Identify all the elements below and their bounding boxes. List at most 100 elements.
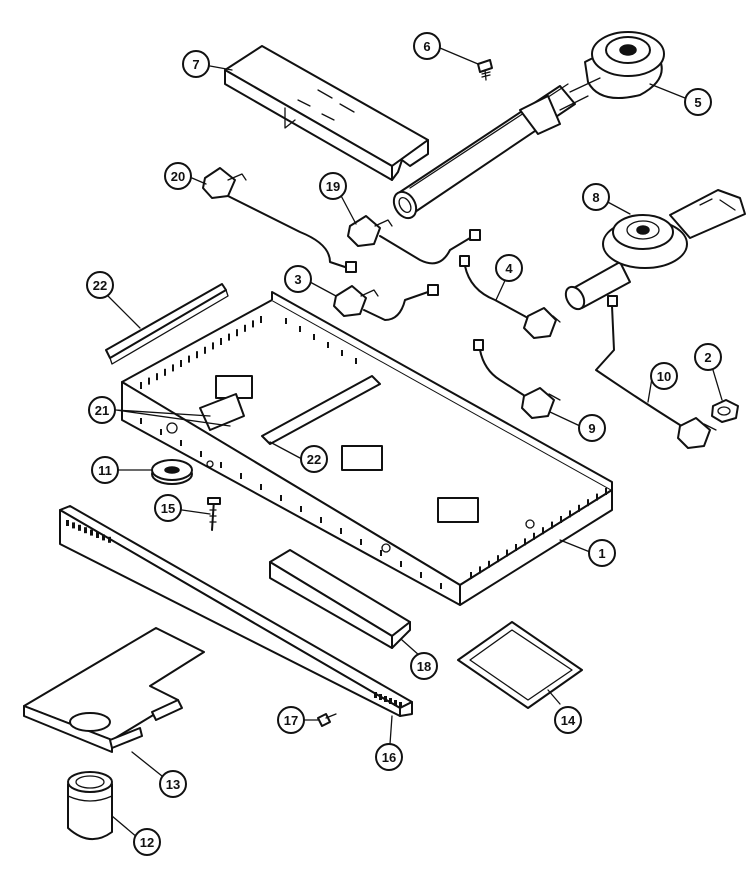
- tray-vent-slots: [140, 316, 607, 589]
- part-16-rail: [59, 505, 413, 717]
- vent-slot: [102, 534, 105, 541]
- vent-slot: [180, 440, 182, 446]
- vent-slot: [299, 326, 301, 332]
- vent-slot: [399, 702, 402, 708]
- svg-text:1: 1: [598, 546, 605, 561]
- vent-slot: [551, 521, 553, 529]
- svg-text:4: 4: [505, 261, 513, 276]
- vent-slot: [440, 583, 442, 589]
- svg-text:22: 22: [307, 452, 321, 467]
- callout-7: 7: [182, 50, 210, 78]
- vent-slot: [327, 342, 329, 348]
- vent-slot: [560, 516, 562, 523]
- vent-slot: [96, 532, 99, 538]
- callout-19: 19: [319, 172, 347, 200]
- svg-text:19: 19: [326, 179, 340, 194]
- part-2-nut: [711, 399, 739, 423]
- part-8-burner: [564, 189, 746, 311]
- vent-slot: [188, 355, 190, 363]
- part-9-valve: [473, 339, 561, 419]
- vent-slot: [220, 462, 222, 468]
- svg-text:6: 6: [423, 39, 430, 54]
- callout-14: 14: [554, 706, 582, 734]
- vent-slot: [280, 495, 282, 501]
- vent-slot: [313, 334, 315, 340]
- callout-15: 15: [154, 494, 182, 522]
- callout-18: 18: [410, 652, 438, 680]
- vent-slot: [479, 566, 481, 574]
- vent-slot: [587, 499, 589, 507]
- vent-slot: [578, 504, 580, 512]
- part-4-valve: [459, 255, 561, 339]
- part-5-burner-tube: [392, 31, 665, 220]
- part-20-valve: [202, 167, 357, 273]
- vent-slot: [252, 320, 254, 328]
- part-3-valve: [333, 284, 439, 321]
- vent-slot: [569, 510, 571, 518]
- vent-slot: [220, 338, 222, 345]
- vent-slot: [260, 484, 262, 490]
- svg-text:9: 9: [588, 421, 595, 436]
- vent-slot: [506, 549, 508, 557]
- callout-9: 9: [578, 414, 606, 442]
- part-10-valve: [595, 295, 717, 449]
- vent-slot: [260, 316, 262, 323]
- part-14-pad: [457, 621, 583, 709]
- vent-slot: [78, 524, 81, 531]
- svg-text:22: 22: [93, 278, 107, 293]
- vent-slot: [140, 382, 142, 389]
- svg-text:16: 16: [382, 750, 396, 765]
- part-7-bracket: [224, 45, 429, 181]
- vent-slot: [384, 696, 387, 702]
- vent-slot: [488, 560, 490, 568]
- svg-text:17: 17: [284, 713, 298, 728]
- part-17-screw: [317, 713, 337, 727]
- vent-slot: [524, 538, 526, 546]
- vent-slot: [605, 488, 607, 495]
- vent-slot: [596, 493, 598, 501]
- callout-5: 5: [684, 88, 712, 116]
- vent-slot: [72, 522, 75, 529]
- rail-vent-slots: [66, 520, 402, 708]
- svg-text:14: 14: [561, 713, 576, 728]
- vent-slot: [204, 346, 206, 354]
- svg-text:2: 2: [704, 350, 711, 365]
- svg-text:8: 8: [592, 190, 599, 205]
- callout-13: 13: [159, 770, 187, 798]
- svg-text:12: 12: [140, 835, 154, 850]
- vent-slot: [240, 473, 242, 479]
- callout-17: 17: [277, 706, 305, 734]
- vent-slot: [84, 527, 87, 534]
- part-11-grommet: [151, 459, 193, 485]
- vent-slot: [542, 527, 544, 535]
- part-13-bracket: [23, 627, 205, 753]
- vent-slot: [140, 418, 142, 424]
- callout-21: 21: [88, 396, 116, 424]
- part-12-jar: [67, 771, 113, 840]
- svg-text:7: 7: [192, 57, 199, 72]
- vent-slot: [515, 544, 517, 551]
- vent-slot: [533, 532, 535, 540]
- vent-slot: [244, 324, 246, 332]
- vent-slot: [212, 342, 214, 350]
- vent-slot: [66, 520, 69, 526]
- vent-slot: [148, 377, 150, 385]
- callout-22-lower: 22: [300, 445, 328, 473]
- vent-slot: [470, 572, 472, 579]
- callout-11: 11: [91, 456, 119, 484]
- callout-2: 2: [694, 343, 722, 371]
- svg-text:11: 11: [98, 463, 112, 478]
- part-15-bolt: [207, 497, 221, 531]
- svg-text:20: 20: [171, 169, 185, 184]
- vent-slot: [172, 364, 174, 372]
- callout-4: 4: [495, 254, 523, 282]
- vent-slot: [379, 694, 382, 700]
- part-18-channel: [269, 549, 411, 649]
- vent-slot: [355, 358, 357, 364]
- vent-slot: [374, 692, 377, 698]
- vent-slot: [180, 360, 182, 367]
- callout-8: 8: [582, 183, 610, 211]
- callout-6: 6: [413, 32, 441, 60]
- svg-text:13: 13: [166, 777, 180, 792]
